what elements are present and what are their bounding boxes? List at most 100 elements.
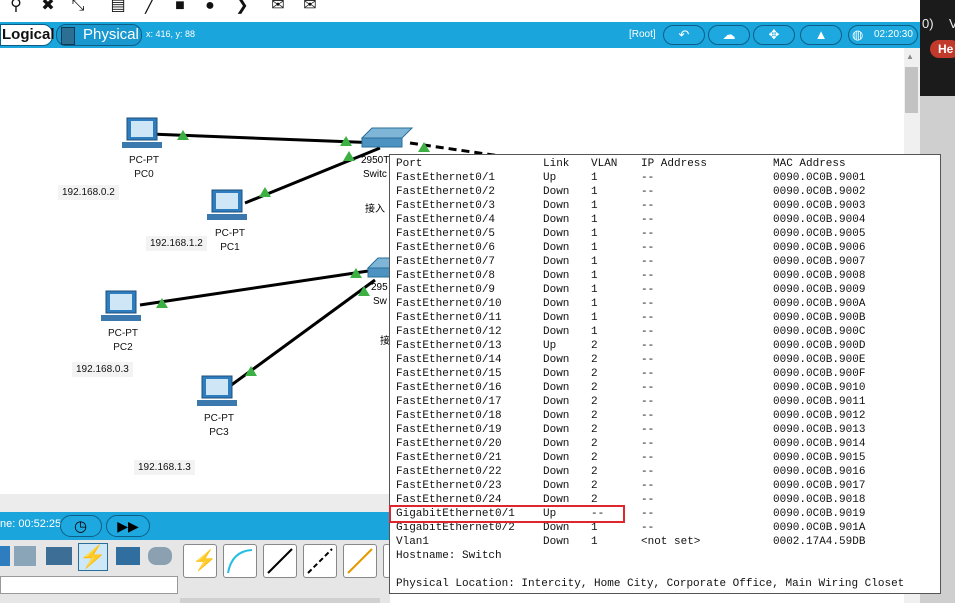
power-cycle-button[interactable]: ◷ — [60, 515, 102, 537]
tab-logical[interactable]: Logical — [0, 24, 55, 46]
link-light — [343, 151, 355, 161]
lightning-icon: ⚡ — [192, 550, 217, 572]
straight-through-cable[interactable] — [263, 544, 297, 578]
cell-ip: -- — [641, 270, 655, 282]
cell-link: Down — [543, 312, 570, 324]
auto-connection[interactable]: ⚡ — [183, 544, 217, 578]
cell-mac: 0090.0C0B.9016 — [773, 466, 866, 478]
cell-vlan: 1 — [591, 186, 598, 198]
viewport-clock-button[interactable] — [848, 25, 918, 45]
pc3-icon — [197, 375, 237, 406]
cell-mac: 0090.0C0B.9019 — [773, 508, 866, 520]
link-light — [418, 142, 430, 152]
canvas-hscroll[interactable] — [0, 494, 390, 512]
cell-mac: 0090.0C0B.9008 — [773, 270, 866, 282]
move-object-button[interactable]: ✥ — [753, 25, 795, 45]
cell-mac: 0090.0C0B.9011 — [773, 396, 866, 408]
delete-icon[interactable]: ✖ — [41, 0, 55, 14]
pc0-type: PC-PT — [129, 155, 159, 166]
pc3-type: PC-PT — [204, 413, 234, 424]
cell-port: FastEthernet0/21 — [396, 452, 502, 464]
cell-port: FastEthernet0/13 — [396, 340, 502, 352]
cell-mac: 0090.0C0B.900F — [773, 368, 866, 380]
cell-vlan: 2 — [591, 410, 598, 422]
note-icon[interactable]: ▤ — [110, 0, 126, 14]
fast-forward-icon: ▶▶ — [117, 518, 139, 534]
cell-ip: -- — [641, 354, 655, 366]
cell-port: FastEthernet0/19 — [396, 424, 502, 436]
rectangle-icon[interactable]: ■ — [175, 0, 185, 14]
cell-mac: 0090.0C0B.900C — [773, 326, 866, 338]
cell-port: FastEthernet0/1 — [396, 172, 496, 184]
switches-category-icon[interactable] — [46, 547, 72, 565]
cell-mac: 0090.0C0B.9003 — [773, 200, 866, 212]
complex-pdu-icon[interactable]: ✉ — [303, 0, 317, 14]
topology-canvas[interactable] — [0, 48, 904, 512]
servers-icon[interactable] — [14, 546, 36, 566]
back-button[interactable]: ↶ — [663, 25, 705, 45]
background-image-button[interactable]: ▲ — [800, 25, 842, 45]
console-cable-icon — [227, 549, 253, 574]
cell-mac: 0090.0C0B.9004 — [773, 214, 866, 226]
cell-ip: -- — [641, 256, 655, 268]
cell-link: Down — [543, 522, 570, 534]
background-window-badge[interactable]: He — [930, 40, 955, 58]
fast-forward-button[interactable]: ▶▶ — [106, 515, 150, 537]
cell-ip: -- — [641, 396, 655, 408]
cell-port: FastEthernet0/12 — [396, 326, 502, 338]
pencil-icon[interactable]: ╱ — [145, 0, 155, 14]
cluster-button[interactable]: ☁ — [708, 25, 750, 45]
cell-port: FastEthernet0/10 — [396, 298, 502, 310]
link-light — [259, 187, 271, 197]
cell-mac: 0090.0C0B.9015 — [773, 452, 866, 464]
pc1-icon — [207, 189, 247, 220]
switch0-icon — [360, 127, 414, 148]
scrollbar-thumb[interactable] — [905, 67, 918, 113]
header-vlan: VLAN — [591, 158, 618, 170]
pdu-icon[interactable]: ✉ — [271, 0, 285, 14]
misc-folder-icon[interactable] — [116, 547, 140, 565]
scroll-up-icon[interactable]: ▲ — [906, 52, 914, 61]
cell-mac: 0090.0C0B.900B — [773, 312, 866, 324]
end-devices-icon[interactable] — [0, 546, 10, 566]
connections-category-icon[interactable]: ⚡ — [78, 543, 108, 571]
cell-link: Down — [543, 382, 570, 394]
cell-port: FastEthernet0/4 — [396, 214, 496, 226]
cell-vlan: 1 — [591, 284, 598, 296]
cell-vlan: 2 — [591, 494, 598, 506]
cell-port: Vlan1 — [396, 536, 430, 548]
cell-port: FastEthernet0/24 — [396, 494, 502, 506]
cloud-icon: ☁ — [722, 27, 736, 42]
console-cable[interactable] — [223, 544, 257, 578]
cell-link: Down — [543, 480, 570, 492]
cell-vlan: 1 — [591, 326, 598, 338]
highlight-box — [389, 505, 625, 523]
crossover-cable[interactable] — [303, 544, 337, 578]
fiber-cable[interactable] — [343, 544, 377, 578]
cell-mac: 0090.0C0B.9014 — [773, 438, 866, 450]
resize-icon[interactable]: ⤡ — [71, 0, 85, 14]
pc2-ip: 192.168.0.3 — [72, 362, 133, 377]
search-icon[interactable]: ⚲ — [10, 0, 22, 14]
cell-link: Down — [543, 452, 570, 464]
freeform-icon[interactable]: ❯ — [235, 0, 249, 14]
cell-ip: -- — [641, 340, 655, 352]
cell-ip: -- — [641, 508, 655, 520]
cell-mac: 0090.0C0B.9017 — [773, 480, 866, 492]
cell-ip: -- — [641, 200, 655, 212]
ellipse-icon[interactable]: ● — [205, 0, 215, 14]
device-panel-hscroll[interactable] — [180, 598, 380, 603]
link-light — [358, 286, 370, 296]
cell-port: GigabitEthernet0/1 — [396, 508, 515, 520]
cell-link: Down — [543, 536, 570, 548]
device-search-input[interactable] — [0, 576, 178, 594]
wan-cloud-icon[interactable] — [148, 547, 172, 565]
cursor-coordinates: x: 416, y: 88 — [146, 29, 196, 39]
root-breadcrumb[interactable]: [Root] — [629, 29, 656, 40]
cell-port: GigabitEthernet0/2 — [396, 522, 515, 534]
tab-physical[interactable]: Physical — [56, 24, 142, 46]
straight-cable-icon — [267, 548, 293, 574]
cli-header: Port Link VLAN IP Address MAC Address — [396, 157, 846, 171]
cell-link: Down — [543, 200, 570, 212]
header-port: Port — [396, 158, 423, 170]
